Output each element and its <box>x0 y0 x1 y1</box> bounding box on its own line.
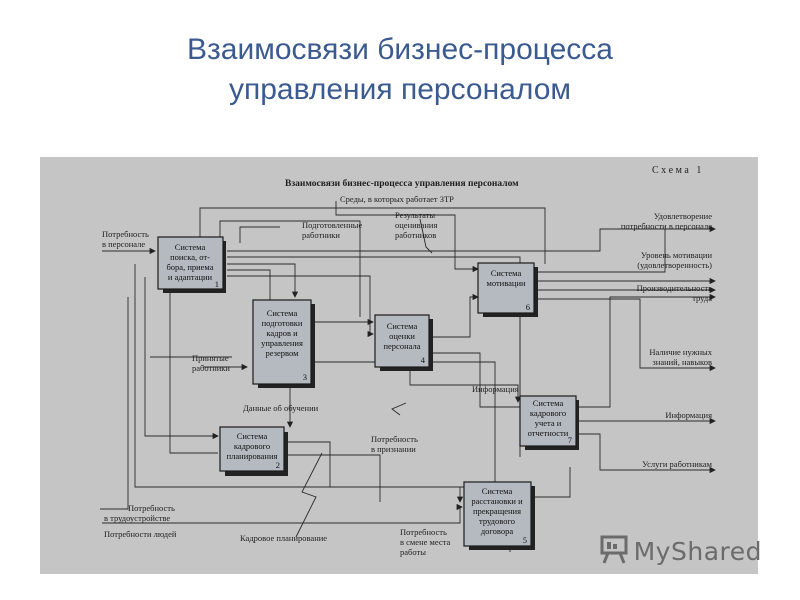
box-1-line-2: поиска, от- <box>170 252 210 262</box>
box-1-line-4: и адаптации <box>168 272 213 282</box>
input-need-personnel-line-1: Потребность <box>102 229 149 239</box>
box-7-line-2: кадрового <box>530 408 566 418</box>
box-3-line-5: резервом <box>266 348 300 358</box>
label-need-job-change-line-1: Потребность <box>400 527 447 537</box>
process-diagram: Взаимосвязи бизнес-процесса управления п… <box>100 165 716 557</box>
box-2-line-1: Система <box>237 431 268 441</box>
output-1-line-1: Удовлетворение <box>654 211 712 221</box>
output-2-line-1: Уровень мотивации <box>641 250 713 260</box>
diagram-heading: Взаимосвязи бизнес-процесса управления п… <box>285 178 519 189</box>
label-need-job-change-line-2: в смене места <box>400 537 450 547</box>
box-6-line-1: Система <box>491 268 522 278</box>
box-6-motivation: Система мотивации 6 <box>477 262 538 317</box>
watermark: MyShared <box>600 534 762 568</box>
label-need-recognition-line-1: Потребность <box>371 434 418 444</box>
output-2-line-2: (удовлетворенность) <box>637 260 712 270</box>
input-labels: Потребность в персонале Принятые работни… <box>102 229 230 539</box>
input-need-employment-line-2: в трудоустройстве <box>104 513 170 523</box>
slide-title: Взаимосвязи бизнес-процесса управления п… <box>0 30 800 110</box>
box-4-line-2: оценки <box>389 331 415 341</box>
box-7-records-reporting: Система кадрового учета и отчетности 7 <box>519 395 579 450</box>
output-3-line-2: труда <box>692 293 712 303</box>
output-6: Услуги работникам <box>642 459 712 469</box>
box-6-number: 6 <box>526 302 530 312</box>
label-need-job-change-line-3: работы <box>400 547 426 557</box>
box-7-line-3: учета и <box>535 418 562 428</box>
input-people-needs: Потребности людей <box>104 529 177 539</box>
box-1-line-1: Система <box>175 242 206 252</box>
box-1-line-3: бора, приема <box>166 262 213 272</box>
box-3-line-4: управления <box>261 338 303 348</box>
box-5-placement-termination: Система расстановки и прекращения трудов… <box>463 481 535 550</box>
box-7-line-1: Система <box>533 398 564 408</box>
input-hired-workers-line-2: работники <box>192 363 230 373</box>
output-4-line-1: Наличие нужных <box>649 347 712 357</box>
box-5-line-1: Система <box>482 486 513 496</box>
control-evaluation-results-line-1: Результаты <box>395 210 435 220</box>
presentation-board-icon <box>600 534 630 569</box>
output-1-line-2: потребности в персонале <box>621 221 712 231</box>
box-4-line-3: персонала <box>383 341 420 351</box>
box-5-line-5: договора <box>481 526 514 536</box>
output-5: Информация <box>665 410 712 420</box>
output-labels: Удовлетворение потребности в персонале У… <box>621 211 713 469</box>
label-hr-planning: Кадровое планирование <box>240 533 327 543</box>
control-evaluation-results-line-2: оценивания <box>395 220 437 230</box>
label-training-data: Данные об обучении <box>243 403 319 413</box>
scheme-label: С х е м а 1 <box>652 165 701 176</box>
box-5-line-2: расстановки и <box>471 496 523 506</box>
box-4-line-1: Система <box>387 321 418 331</box>
box-3-number: 3 <box>303 372 307 382</box>
box-5-line-4: трудового <box>479 516 515 526</box>
control-prepared-workers-line-2: работники <box>302 230 340 240</box>
box-3-training-reserve: Система подготовки кадров и управления р… <box>252 299 315 388</box>
control-labels: Среды, в которых работает ЗТР Подготовле… <box>302 194 454 240</box>
label-information: Информация <box>472 384 519 394</box>
input-hired-workers-line-1: Принятые <box>192 353 229 363</box>
input-need-personnel-line-2: в персонале <box>102 239 145 249</box>
box-5-line-3: прекращения <box>473 506 521 516</box>
output-3-line-1: Производительность <box>637 283 712 293</box>
slide-title-line-1: Взаимосвязи бизнес-процесса <box>187 33 613 66</box>
box-4-assessment: Система оценки персонала 4 <box>374 314 433 371</box>
watermark-text: MyShared <box>633 536 762 566</box>
output-4-line-2: знаний, навыков <box>652 357 712 367</box>
box-3-line-1: Система <box>267 308 298 318</box>
box-3-line-2: подготовки <box>262 318 303 328</box>
slide-title-line-2: управления персоналом <box>229 73 571 106</box>
box-7-line-4: отчетности <box>528 428 569 438</box>
input-need-employment-line-1: Потребность <box>128 503 175 513</box>
process-diagram-figure: Взаимосвязи бизнес-процесса управления п… <box>40 157 758 574</box>
internal-labels: Данные об обучении Информация Потребност… <box>240 384 519 557</box>
box-5-number: 5 <box>523 535 527 545</box>
box-2-line-3: планирования <box>227 451 278 461</box>
box-3-line-3: кадров и <box>266 328 298 338</box>
label-need-recognition-line-2: в признании <box>371 444 416 454</box>
box-1-search-selection: Система поиска, от- бора, приема и адапт… <box>157 236 226 293</box>
box-4-number: 4 <box>421 355 426 365</box>
control-environment: Среды, в которых работает ЗТР <box>340 194 454 204</box>
control-prepared-workers-line-1: Подготовленные <box>302 220 362 230</box>
box-2-number: 2 <box>276 460 280 470</box>
box-6-line-2: мотивации <box>486 278 526 288</box>
control-evaluation-results-line-3: работников <box>395 230 436 240</box>
box-2-hr-planning: Система кадрового планирования 2 <box>219 426 288 476</box>
box-2-line-2: кадрового <box>234 441 270 451</box>
box-1-number: 1 <box>215 279 219 289</box>
box-7-number: 7 <box>568 435 572 445</box>
